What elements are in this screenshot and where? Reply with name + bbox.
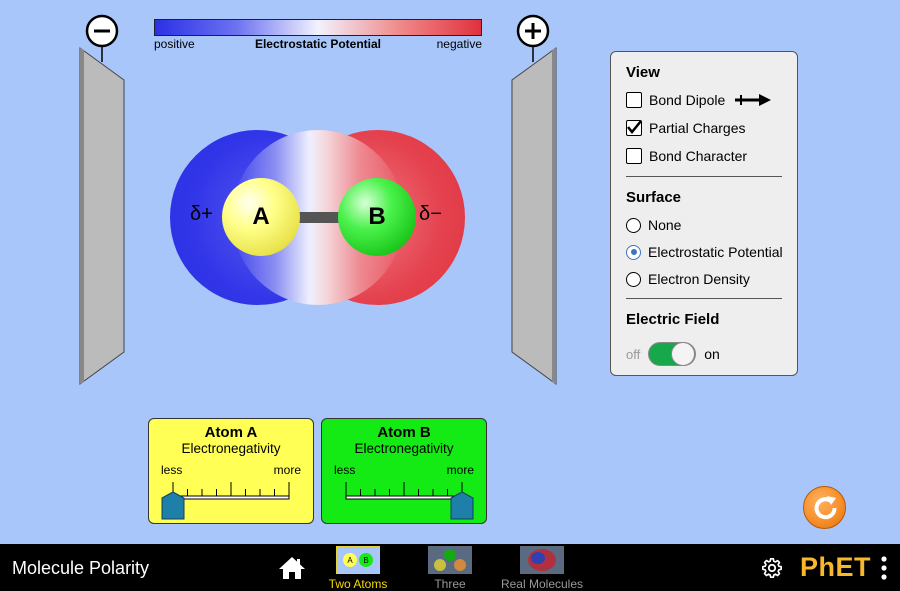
electric-field-heading: Electric Field: [626, 311, 720, 328]
reset-all-button[interactable]: [803, 486, 846, 529]
atom-b-slider-thumb[interactable]: [450, 491, 474, 520]
atom-b[interactable]: B: [338, 178, 416, 256]
minus-icon: [85, 14, 119, 48]
navigation-bar: Molecule Polarity A B Two Atoms Three At…: [0, 544, 900, 591]
view-control-panel: View Bond Dipole Partial Charges Bond Ch…: [610, 51, 798, 376]
surface-electron-density-label: Electron Density: [648, 271, 750, 287]
atom-a[interactable]: A: [222, 178, 300, 256]
atom-b-label: B: [368, 203, 386, 230]
real-molecules-thumbnail-icon: [520, 546, 564, 574]
electric-field-toggle-row: off on: [626, 342, 720, 366]
reset-icon: [814, 496, 837, 520]
potential-gradient-bar: [154, 19, 482, 36]
atom-b-less-label: less: [334, 463, 356, 477]
surface-none-radio[interactable]: [626, 217, 641, 233]
checkmark-icon: [627, 120, 642, 134]
phet-logo[interactable]: PhET: [800, 552, 871, 583]
surface-none-label: None: [648, 217, 682, 233]
phet-logo-text: PhET: [800, 552, 872, 582]
electric-field-toggle[interactable]: [648, 342, 697, 366]
bond-dipole-checkbox-row[interactable]: Bond Dipole: [626, 92, 773, 108]
atom-b-electronegativity-panel: Atom B Electronegativity less more: [321, 418, 487, 524]
electric-field-plates: [79, 14, 557, 385]
atom-a-electronegativity-panel: Atom A Electronegativity less more: [148, 418, 314, 524]
surface-option-electron-density[interactable]: Electron Density: [626, 271, 750, 287]
positive-plate: [511, 47, 557, 385]
atom-a-electronegativity-slider[interactable]: [157, 477, 307, 523]
surface-option-none[interactable]: None: [626, 217, 681, 233]
tab-two-atoms[interactable]: A B Two Atoms: [325, 545, 391, 591]
atom-a-label: A: [252, 203, 270, 230]
surface-electrostatic-label: Electrostatic Potential: [648, 244, 783, 260]
sim-title: Molecule Polarity: [12, 558, 150, 578]
tab-real-molecules-label: Real Molecules: [500, 577, 584, 591]
partial-charges-checkbox-row[interactable]: Partial Charges: [626, 120, 746, 136]
dipole-arrow-icon: [735, 94, 772, 106]
bond-dipole-checkbox[interactable]: [626, 92, 642, 108]
electric-field-off-label: off: [626, 346, 641, 362]
surface-electrostatic-radio[interactable]: [626, 244, 641, 260]
tab-two-atoms-label: Two Atoms: [328, 577, 388, 591]
atom-a-more-label: more: [273, 463, 301, 477]
surface-heading: Surface: [626, 189, 682, 206]
bond-character-checkbox-row[interactable]: Bond Character: [626, 148, 747, 164]
bond-character-label: Bond Character: [649, 148, 748, 164]
three-atoms-thumbnail-icon: [428, 546, 472, 574]
plus-icon: [516, 14, 550, 48]
tab-three-atoms-label: Three Atoms: [434, 577, 466, 591]
menu-kebab-icon[interactable]: [880, 556, 888, 580]
surface-electron-density-radio[interactable]: [626, 271, 641, 287]
legend-title: Electrostatic Potential: [254, 37, 382, 51]
electric-field-on-label: on: [704, 346, 720, 362]
partial-charges-label: Partial Charges: [649, 120, 746, 136]
legend-negative-label: negative: [436, 37, 482, 51]
atom-b-panel-subtitle: Electronegativity: [354, 441, 454, 456]
svg-text:A: A: [347, 556, 353, 565]
atom-b-panel-title: Atom B: [377, 424, 431, 441]
partial-charges-checkbox[interactable]: [626, 120, 642, 136]
atom-a-panel-title: Atom A: [204, 424, 258, 441]
surface-option-electrostatic[interactable]: Electrostatic Potential: [626, 244, 783, 260]
tab-three-atoms[interactable]: Three Atoms: [417, 546, 483, 591]
potential-legend: positive Electrostatic Potential negativ…: [154, 19, 482, 52]
negative-plate: [79, 47, 125, 385]
toggle-knob[interactable]: [671, 342, 696, 366]
bond-dipole-label: Bond Dipole: [649, 92, 726, 108]
view-heading: View: [626, 64, 660, 81]
atom-a-slider-thumb[interactable]: [161, 491, 185, 520]
gear-icon[interactable]: [761, 557, 783, 579]
atom-b-electronegativity-slider[interactable]: [330, 477, 480, 523]
legend-positive-label: positive: [154, 37, 195, 51]
partial-charge-negative: δ−: [419, 203, 442, 225]
home-icon[interactable]: [278, 556, 306, 580]
atom-b-more-label: more: [446, 463, 474, 477]
divider: [626, 298, 782, 299]
partial-charge-positive: δ+: [190, 203, 213, 225]
atom-a-panel-subtitle: Electronegativity: [181, 441, 281, 456]
svg-text:B: B: [363, 556, 368, 565]
bond: [295, 212, 343, 223]
two-atoms-thumbnail-icon: A B: [335, 545, 381, 575]
tab-real-molecules[interactable]: Real Molecules: [498, 546, 586, 591]
diatomic-molecule[interactable]: A B δ+ δ−: [170, 130, 465, 305]
atom-a-less-label: less: [161, 463, 183, 477]
bond-character-checkbox[interactable]: [626, 148, 642, 164]
divider: [626, 176, 782, 177]
